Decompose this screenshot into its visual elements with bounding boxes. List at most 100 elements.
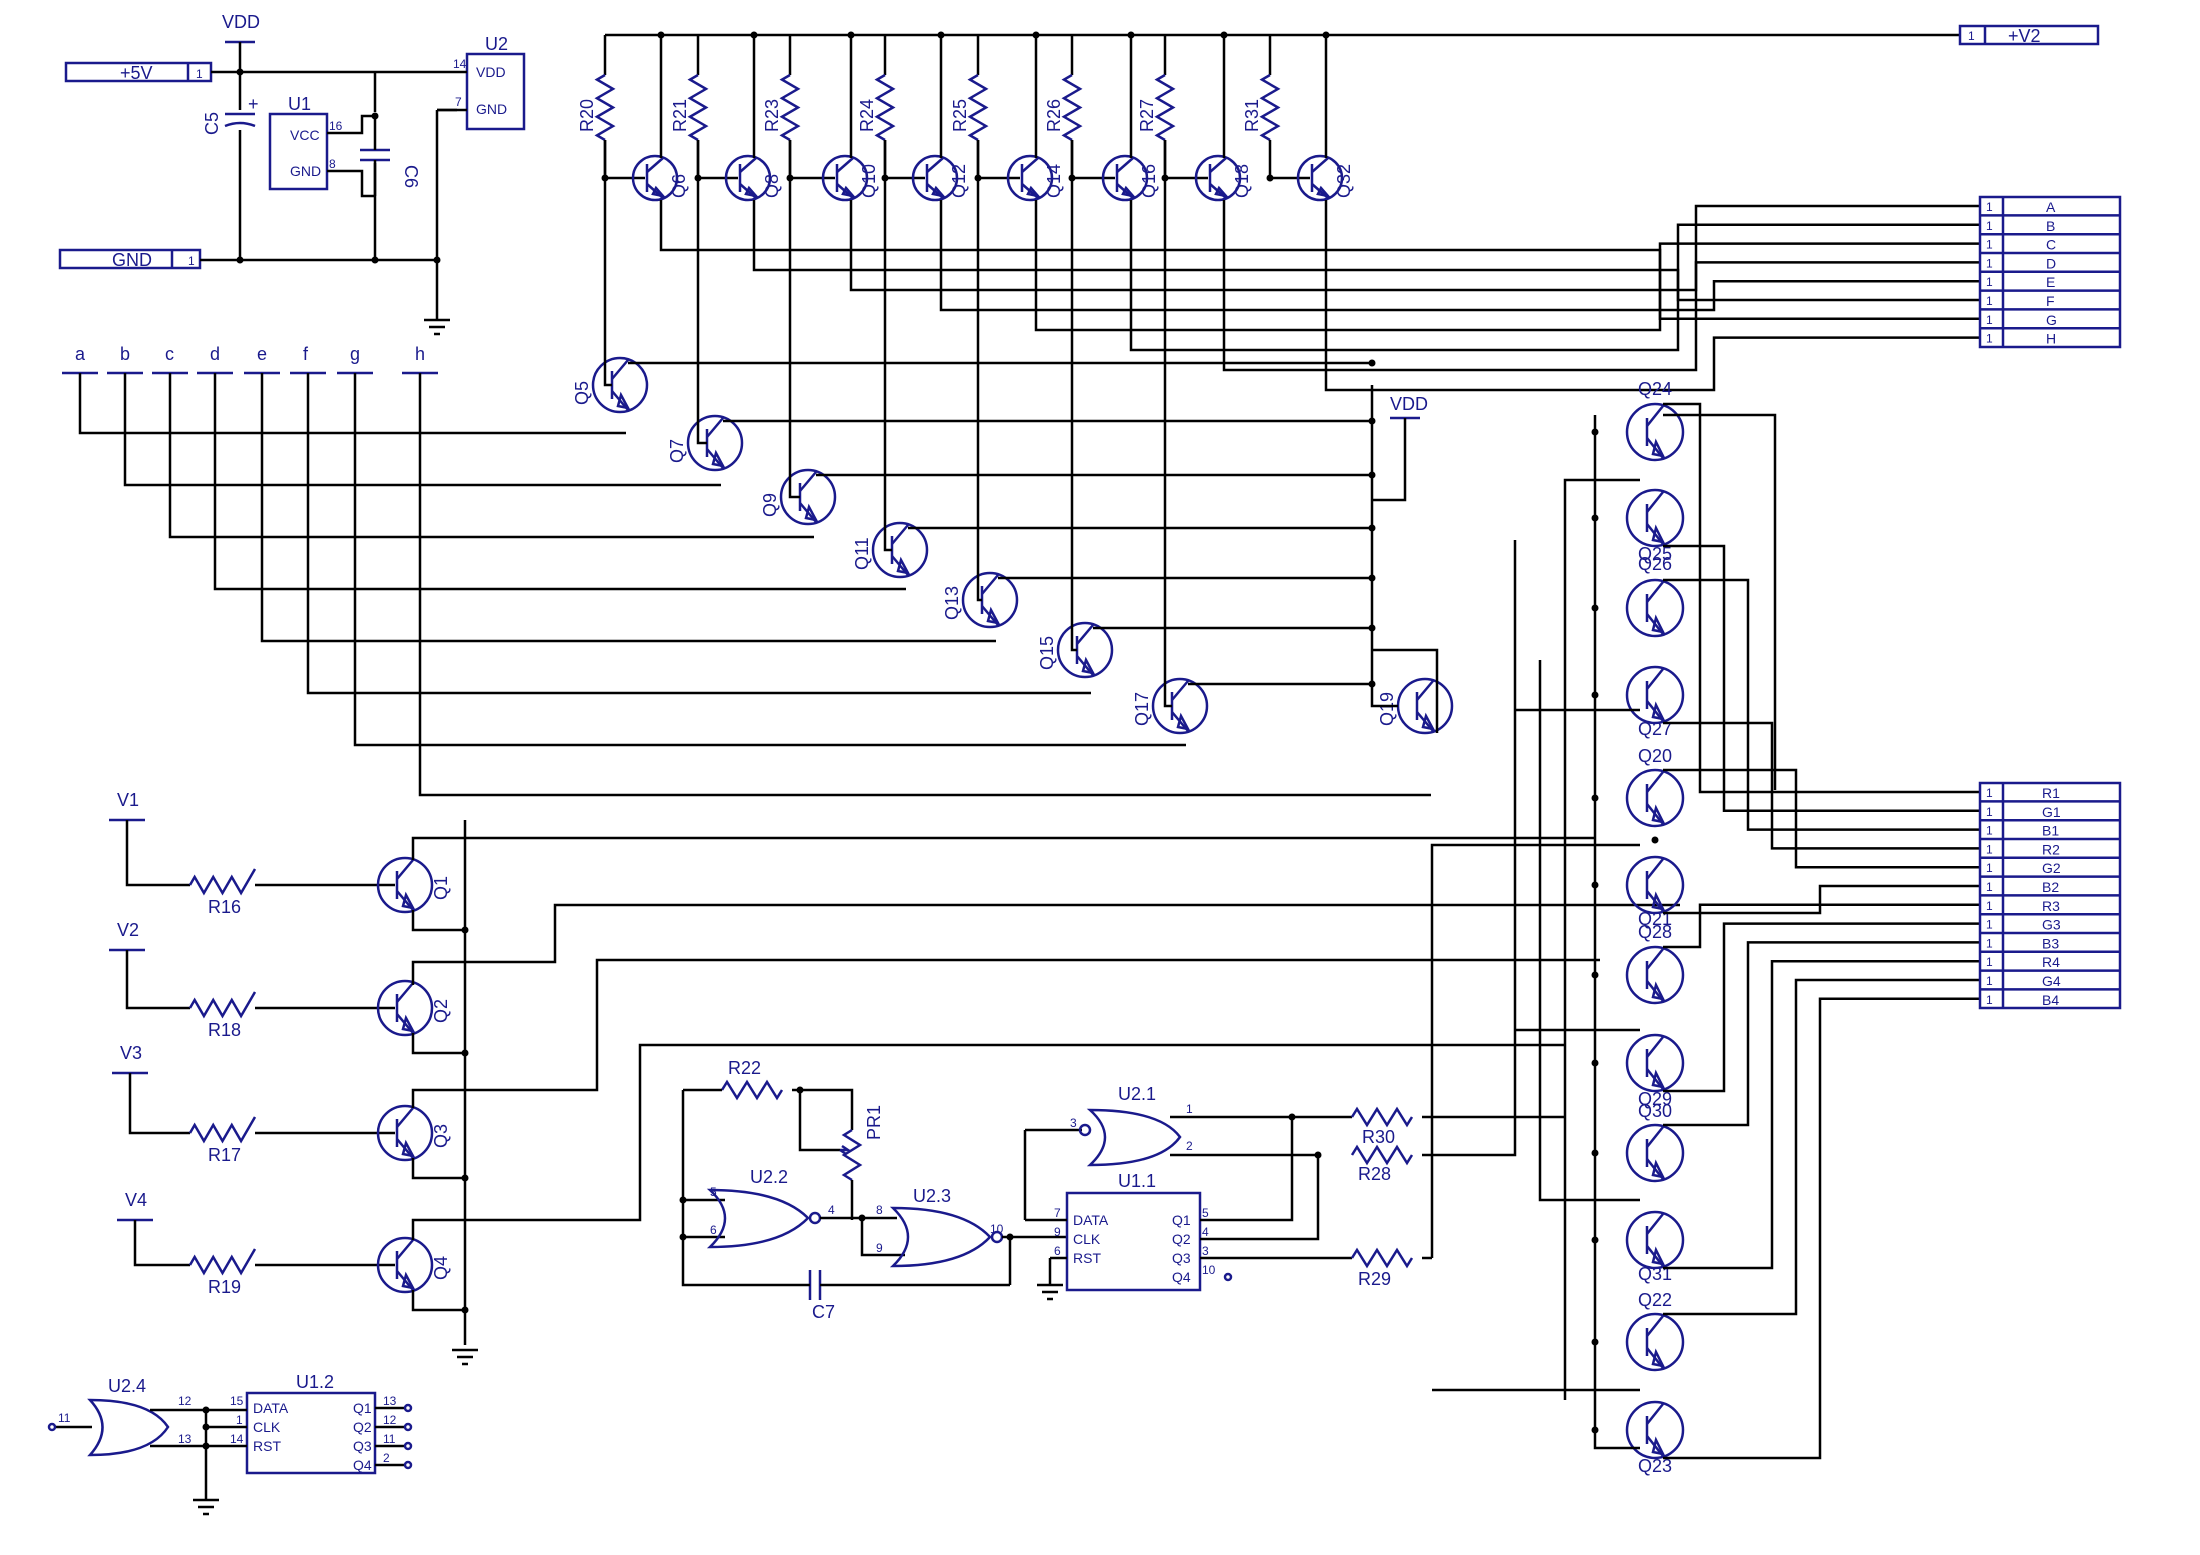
col-pin-num: 1 bbox=[1986, 200, 1993, 214]
q5-label: Q5 bbox=[572, 381, 592, 405]
u2-2-gate bbox=[706, 1188, 810, 1249]
col-connector-G: G bbox=[2046, 312, 2057, 328]
svg-text:7: 7 bbox=[1054, 1206, 1061, 1220]
r25-resistor bbox=[967, 73, 989, 142]
col-pin-num: 1 bbox=[1986, 275, 1993, 289]
col-connector-A: A bbox=[2046, 199, 2056, 215]
svg-text:8: 8 bbox=[876, 1203, 883, 1217]
r22-label: R22 bbox=[728, 1058, 761, 1078]
col-connector-F: F bbox=[2046, 293, 2055, 309]
u2-4-gate bbox=[87, 1398, 170, 1457]
r20-resistor bbox=[594, 73, 616, 142]
q17-transistor bbox=[1151, 677, 1209, 735]
rgb-pin-num: 1 bbox=[1986, 824, 1993, 838]
q1-transistor bbox=[376, 856, 434, 914]
oscillator: R22 PR1 C7 U2.2 5 6 4 U2.3 8 9 10 bbox=[679, 1058, 1067, 1322]
counter-u1-1: U1.1 DATA CLK RST Q1 Q2 Q3 Q4 7 9 6 5 4 … bbox=[1023, 1084, 1540, 1301]
q22-transistor bbox=[1625, 1312, 1685, 1372]
q9-transistor bbox=[779, 468, 837, 526]
r31-label: R31 bbox=[1242, 99, 1262, 132]
u1-label: U1 bbox=[288, 94, 311, 114]
svg-text:Q4: Q4 bbox=[353, 1457, 372, 1473]
r18-resistor bbox=[188, 991, 257, 1019]
q19-transistor bbox=[1396, 677, 1454, 735]
u1-vcc: VCC bbox=[290, 127, 320, 143]
r28-resistor bbox=[1350, 1144, 1414, 1166]
gnd-label: GND bbox=[112, 250, 152, 270]
svg-text:4: 4 bbox=[1202, 1225, 1209, 1239]
r29-label: R29 bbox=[1358, 1269, 1391, 1289]
rgb-connector-R2: R2 bbox=[2042, 841, 2060, 857]
svg-text:8: 8 bbox=[329, 157, 336, 171]
col-pin-num: 1 bbox=[1986, 294, 1993, 308]
rgb-pin-num: 1 bbox=[1986, 786, 1993, 800]
q3-transistor bbox=[376, 1104, 434, 1162]
r27-label: R27 bbox=[1137, 99, 1157, 132]
q14-transistor bbox=[1006, 154, 1054, 202]
svg-text:RST: RST bbox=[253, 1438, 281, 1454]
r21-resistor bbox=[687, 73, 709, 142]
u2-1-gate bbox=[1086, 1108, 1182, 1167]
svg-text:GND: GND bbox=[476, 101, 507, 117]
q32-label: Q32 bbox=[1334, 164, 1354, 198]
col-connector-D: D bbox=[2046, 255, 2056, 271]
q5-transistor bbox=[591, 356, 649, 414]
col-pin-num: 1 bbox=[1986, 219, 1993, 233]
r29-resistor bbox=[1350, 1247, 1414, 1269]
q25-label: Q25 bbox=[1638, 544, 1672, 564]
r20-label: R20 bbox=[577, 99, 597, 132]
col-connector-C: C bbox=[2046, 237, 2056, 253]
q10-label: Q10 bbox=[859, 164, 879, 198]
c5-plus: + bbox=[248, 94, 259, 114]
column-drivers: 1 +V2 R20Q6R21Q8R23Q10R24Q12R25Q14R26Q16… bbox=[577, 24, 2100, 392]
q22-label: Q22 bbox=[1638, 1290, 1672, 1310]
r26-resistor bbox=[1061, 73, 1083, 142]
svg-text:2: 2 bbox=[383, 1451, 390, 1465]
svg-text:Q2: Q2 bbox=[1172, 1231, 1191, 1247]
ground-symbol bbox=[424, 318, 450, 336]
v3-label: V3 bbox=[120, 1043, 142, 1063]
q24-label: Q24 bbox=[1638, 379, 1672, 399]
svg-text:11: 11 bbox=[383, 1432, 396, 1446]
svg-text:3: 3 bbox=[1070, 1116, 1077, 1130]
q10-transistor bbox=[821, 154, 869, 202]
u1-gnd: GND bbox=[290, 163, 321, 179]
svg-text:13: 13 bbox=[178, 1432, 192, 1446]
input-label-a: a bbox=[75, 344, 86, 364]
r30-label: R30 bbox=[1362, 1127, 1395, 1147]
u2-3-gate bbox=[889, 1206, 992, 1268]
svg-text:Q4: Q4 bbox=[1172, 1269, 1191, 1285]
plus5v-label: +5V bbox=[120, 63, 153, 83]
svg-text:2: 2 bbox=[1186, 1139, 1193, 1153]
r21-label: R21 bbox=[670, 99, 690, 132]
r28-label: R28 bbox=[1358, 1164, 1391, 1184]
r31-resistor bbox=[1259, 73, 1281, 142]
q32-transistor bbox=[1296, 154, 1344, 202]
svg-text:CLK: CLK bbox=[1073, 1231, 1101, 1247]
q28-label: Q28 bbox=[1638, 922, 1672, 942]
q3-label: Q3 bbox=[431, 1124, 451, 1148]
q16-transistor bbox=[1101, 154, 1149, 202]
u1-1-label: U1.1 bbox=[1118, 1171, 1156, 1191]
q19-label: Q19 bbox=[1377, 692, 1397, 726]
input-label-d: d bbox=[210, 344, 220, 364]
input-label-f: f bbox=[303, 344, 309, 364]
v1-label: V1 bbox=[117, 790, 139, 810]
svg-text:13: 13 bbox=[383, 1394, 397, 1408]
svg-text:7: 7 bbox=[455, 95, 462, 109]
r18-label: R18 bbox=[208, 1020, 241, 1040]
r23-label: R23 bbox=[762, 99, 782, 132]
r25-label: R25 bbox=[950, 99, 970, 132]
r24-label: R24 bbox=[857, 99, 877, 132]
rgb-pin-num: 1 bbox=[1986, 936, 1993, 950]
u2-4-label: U2.4 bbox=[108, 1376, 146, 1396]
svg-text:1: 1 bbox=[1186, 1102, 1193, 1116]
plus-v2-connector bbox=[1958, 24, 2100, 46]
rgb-pin-num: 1 bbox=[1986, 974, 1993, 988]
r23-resistor bbox=[779, 73, 801, 142]
rgb-pin-num: 1 bbox=[1986, 805, 1993, 819]
pr1-potentiometer bbox=[841, 1128, 863, 1182]
ground-bottom-symbol bbox=[452, 1348, 478, 1366]
q1-label: Q1 bbox=[431, 876, 451, 900]
